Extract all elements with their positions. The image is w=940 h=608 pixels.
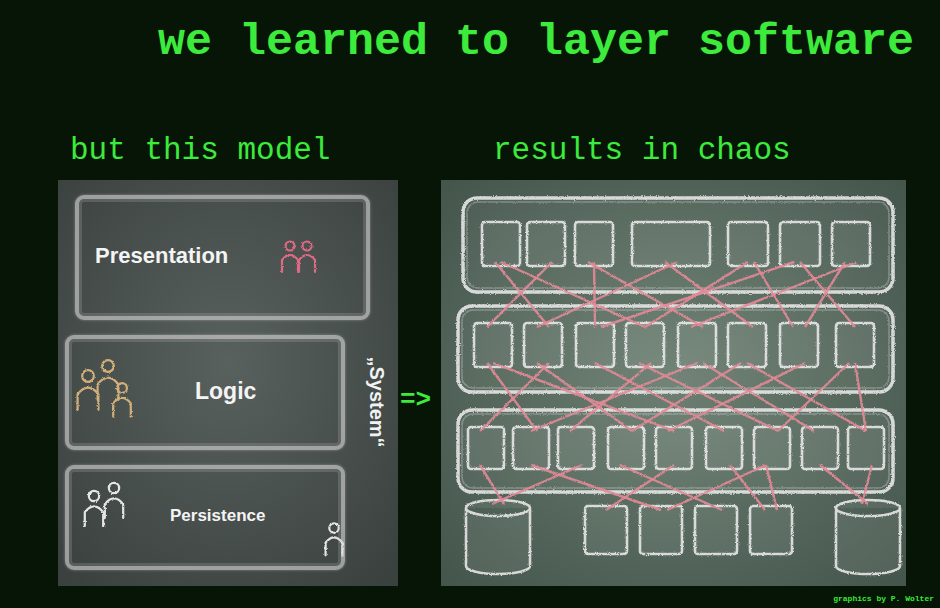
database-cylinder [836,500,900,574]
person-icon [105,483,123,518]
component-box [474,323,512,367]
layer-box: Presentation [75,195,370,320]
component-box [754,427,790,469]
dependency-line [667,465,766,510]
dependency-line [570,363,651,431]
component-box [608,427,644,469]
component-box [576,323,614,367]
layer-box: Logic [65,335,345,450]
layer-band [462,414,889,488]
arrow-sign: => [400,386,431,415]
dependency-line [492,465,582,504]
component-box [728,222,768,266]
dependency-line [730,465,765,510]
chalkboard-photo [58,180,398,586]
database-cylinder [466,500,530,574]
component-box [656,427,692,469]
person-icon [282,242,298,273]
dependency-line [691,262,857,327]
layer-name: Presentation [95,244,228,268]
person-icon [98,360,119,400]
layer-name: Logic [195,379,256,404]
person-icon [78,370,99,410]
component-box [513,427,549,469]
component-box [832,222,870,266]
chalkboard-photo [441,180,906,586]
component-box [802,427,838,469]
component-box [626,323,664,367]
dependency-line [778,363,849,431]
subtitle: results in chaos [493,134,791,168]
credit-note: graphics by P. Wolter [833,594,934,604]
component-box [780,222,820,266]
component-box [640,506,682,554]
component-box [780,323,818,367]
component-box [558,427,594,469]
dependency-line [537,363,632,431]
dependency-line [620,465,722,510]
dependency-line [747,363,866,431]
component-box [468,427,504,469]
person-icon [326,523,343,555]
dependency-line [855,363,866,431]
dependency-line [480,465,504,504]
person-icon [299,242,315,273]
component-box [848,427,884,469]
dependency-line [531,363,697,431]
dependency-line [537,262,677,327]
component-box [836,323,874,367]
dependency-line [606,465,674,510]
layer-band [463,198,893,292]
dependency-line [501,262,645,327]
component-box [678,323,716,367]
dependency-line [487,363,537,431]
dependency-line [601,262,794,327]
dependency-line [487,262,552,327]
component-box [575,222,613,266]
dependency-line [805,262,845,327]
layer-name: Persistence [170,507,265,526]
component-box [482,222,520,266]
dependency-line [703,363,814,431]
component-box [527,222,565,266]
person-icon [85,491,103,526]
subtitle: but this model [70,134,330,168]
rotated-label: „System“ [366,356,388,447]
layer-box: Persistence [65,465,345,570]
slide-title: we learned to layer software [158,20,914,65]
dependency-line [480,363,549,431]
component-box [695,506,737,554]
component-box [585,506,627,554]
component-box [750,506,792,554]
dependency-line [594,262,595,327]
dependency-line [862,465,872,504]
dependency-line [800,262,855,327]
dependency-line [668,363,805,431]
layer-band [458,410,893,492]
layer-band [458,306,893,392]
component-box [632,222,710,266]
component-box [728,323,766,367]
person-icon [113,383,131,417]
dependency-line [766,465,777,510]
dependency-line [820,465,868,504]
dependency-line [665,262,753,327]
component-box [524,323,562,367]
component-box [706,427,742,469]
